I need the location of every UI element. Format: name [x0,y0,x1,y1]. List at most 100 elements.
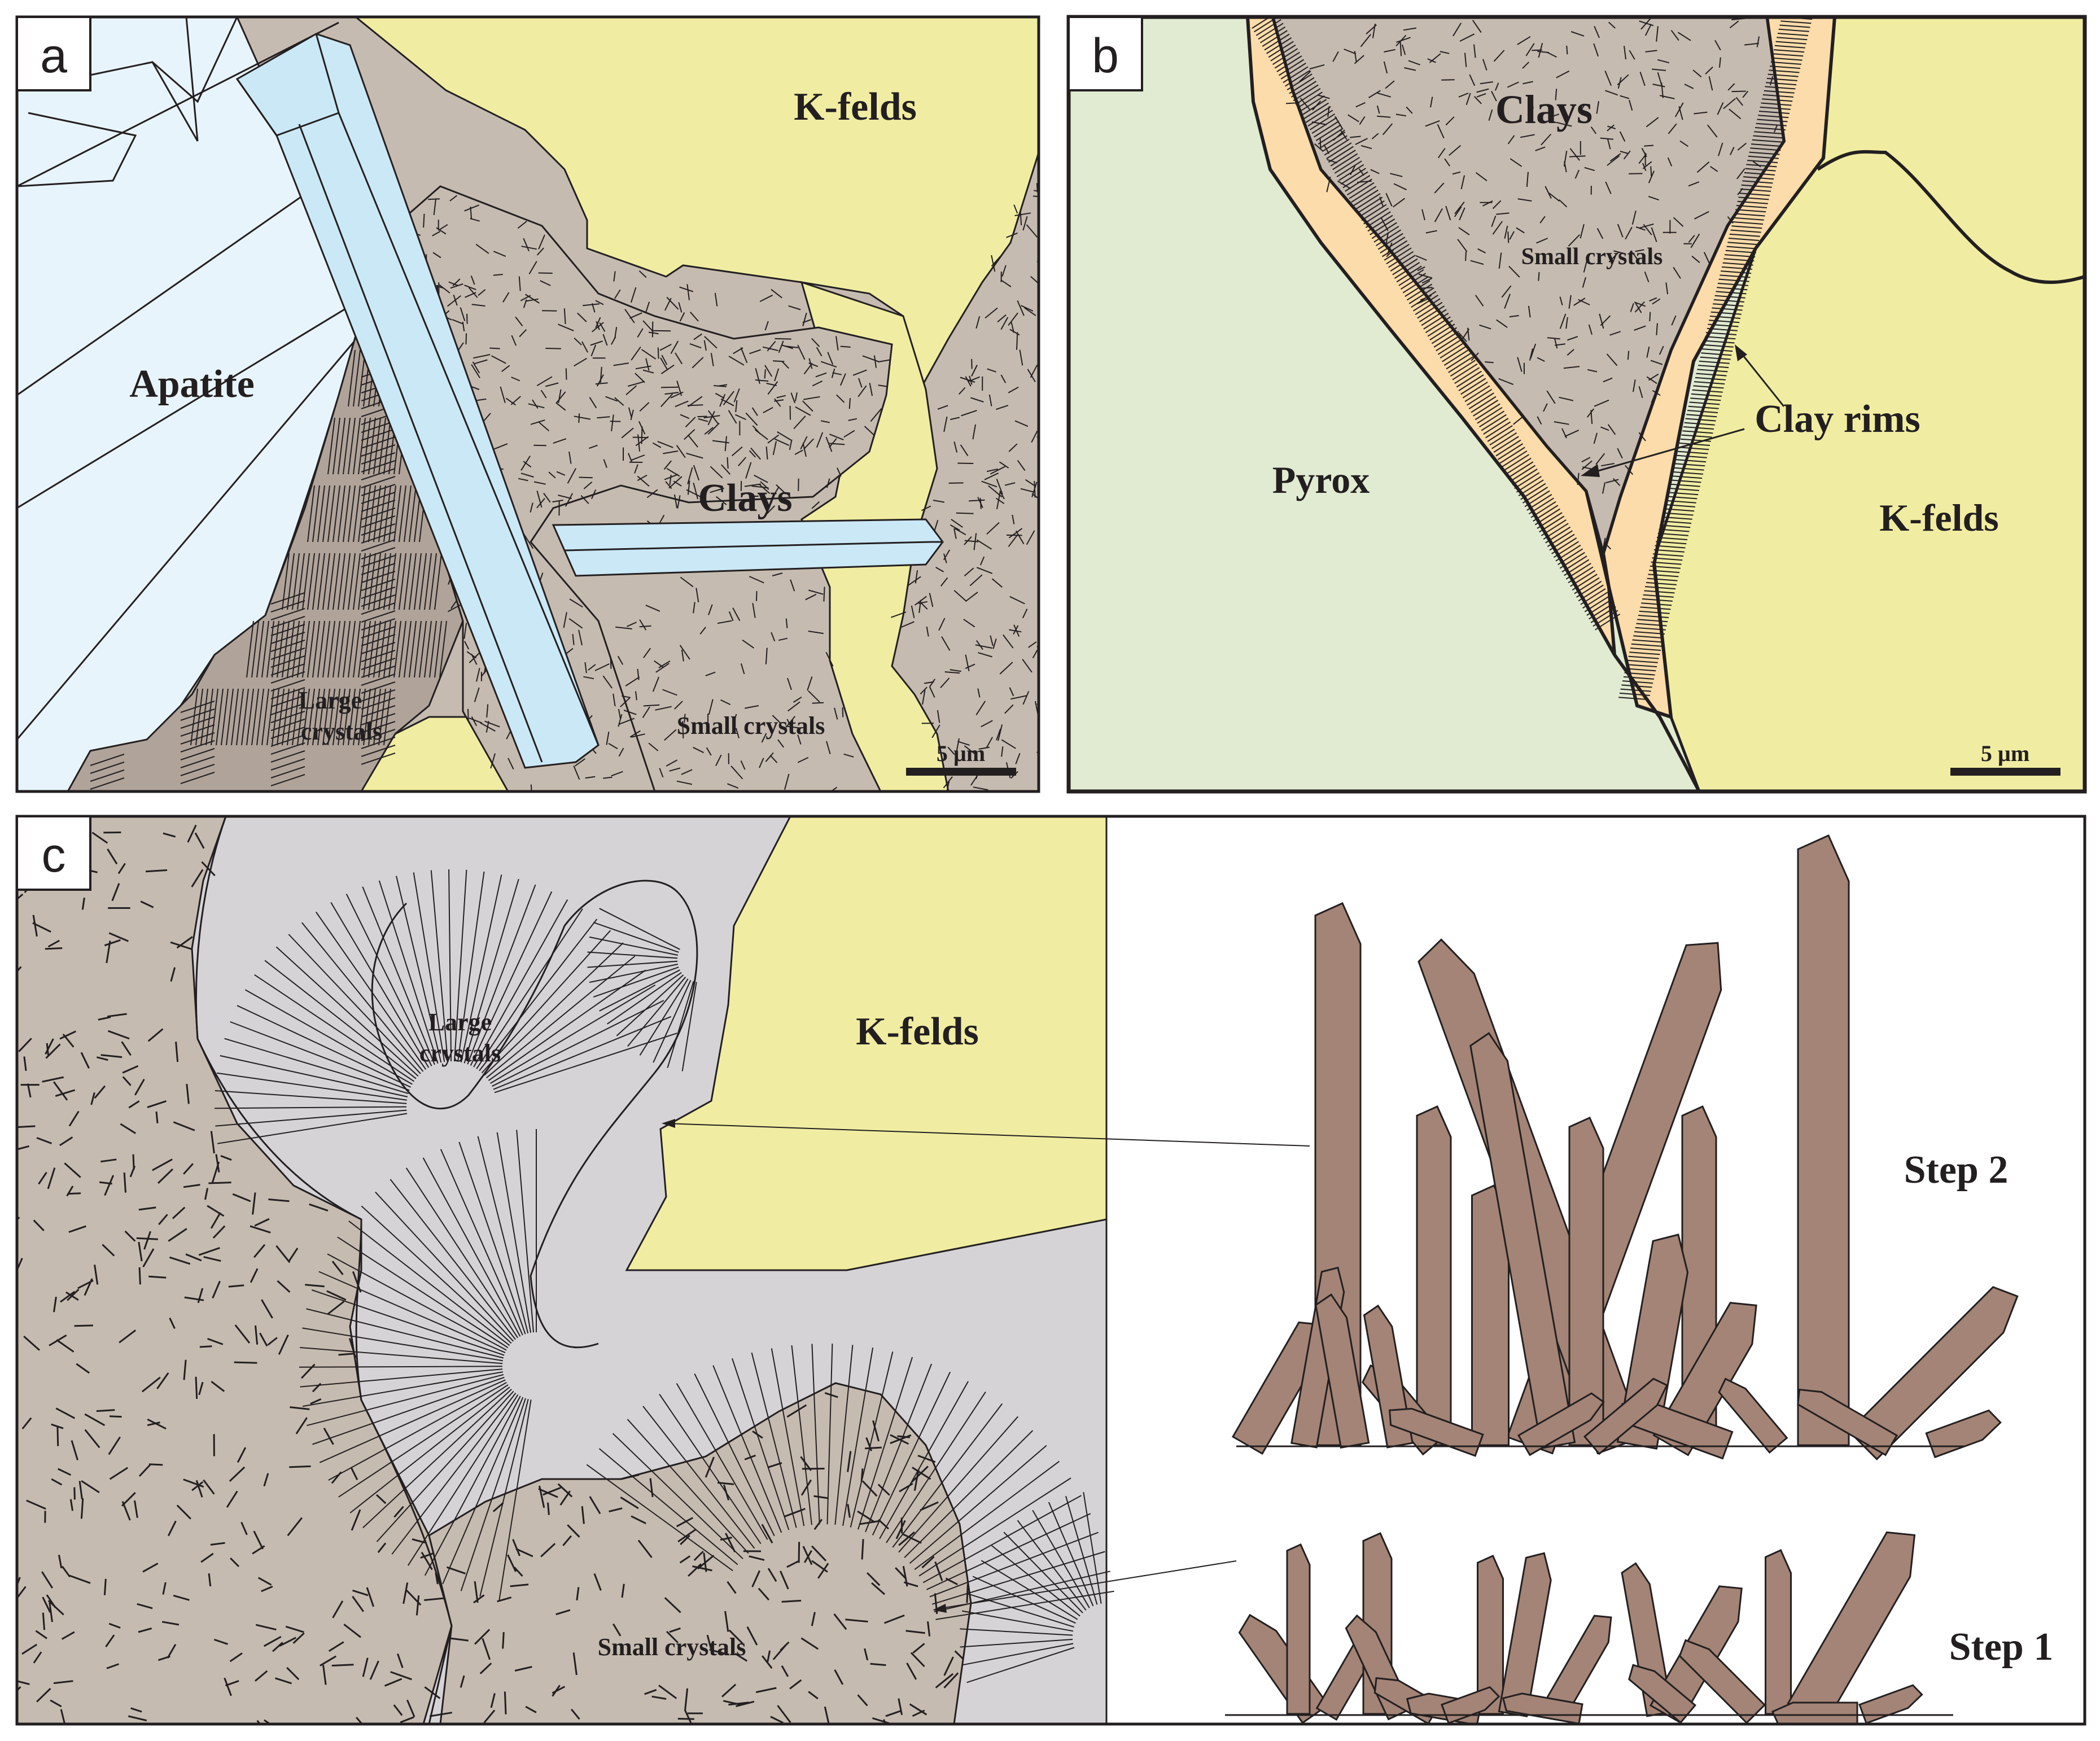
clay-dash [1673,266,1681,279]
clay-dash [826,478,830,488]
clay-dash [764,321,769,331]
clay-dash [1652,68,1666,71]
clay-dash [785,725,800,729]
rim-hatch [1684,422,1715,426]
clay-dash [230,1558,240,1568]
clay-dash [41,1571,54,1589]
clay-dash [727,783,739,789]
clay-dash [637,434,640,452]
clay-dash [614,289,621,299]
clay-dash [596,321,600,330]
clay-dash [45,947,63,950]
fan-ray [299,1366,503,1368]
clay-dash [898,1531,915,1546]
clay-dash [1020,488,1034,493]
fan-ray [481,930,611,1074]
rim-hatch [1437,338,1463,355]
clay-dash [749,450,756,458]
clay-dash [734,1652,748,1662]
clay-dash [777,739,785,748]
clay-dash [1624,46,1626,60]
clay-dash [212,1225,226,1239]
clay-dash [574,337,582,345]
fan-ray [1065,1495,1098,1605]
rim-hatch [1533,505,1559,522]
clay-dash [1690,233,1700,248]
clay-dash [1594,26,1600,38]
rim-hatch [1593,610,1618,627]
clay-dash [250,1268,259,1283]
clay-dash [944,671,960,674]
clay-dash [377,1542,387,1554]
stripe [404,553,412,610]
clay-dash [310,1398,322,1405]
fan-ray [440,1149,523,1336]
clay-dash [559,1490,571,1506]
stripe [282,688,290,746]
clay-dash [1641,147,1647,158]
rim-hatch [1503,454,1530,471]
clay-dash [147,1100,167,1109]
clay-dash [366,1587,375,1607]
fan-ray [494,1033,677,1093]
clay-dash [857,1694,868,1707]
clay-dash [94,1085,106,1099]
clay-dash [254,1218,270,1227]
rim-hatch [1656,541,1687,545]
clay-dash [813,1495,829,1499]
rim-hatch [1633,635,1664,639]
clay-dash [36,1687,51,1703]
clay-dash [517,221,527,229]
stripe [317,485,325,543]
clay-dash [829,438,837,448]
clay-dash [292,1632,305,1644]
clay-dash [1569,148,1580,161]
rim-hatch [1487,425,1513,442]
clay-dash [84,1413,106,1427]
clay-dash [684,1688,689,1711]
step-1-crystal [1477,1555,1504,1715]
clay-dash [964,536,972,545]
stripe [90,754,125,766]
rim-hatch [1725,254,1756,258]
fan-ray [732,1358,790,1530]
rim-hatch [1545,526,1571,544]
clay-dash [42,1596,51,1613]
stripe [246,688,254,746]
clay-dash [1298,71,1311,82]
clay-dash [772,572,783,576]
clay-dash [1437,148,1446,159]
clay-dash [728,1701,750,1706]
stripe [419,620,427,678]
clay-dash [776,484,786,495]
clay-dash [36,1137,53,1144]
clay-dash [675,352,683,365]
clay-dash [878,1519,889,1530]
clay-dash [803,396,820,400]
rim-hatch [1307,110,1333,127]
clay-dash [77,1279,94,1289]
fan-ray [879,1381,969,1539]
clay-dash [1582,277,1586,288]
clay-dash [631,1515,646,1524]
clay-dash [1578,299,1590,305]
stripe [256,688,264,746]
fan-ray [312,1376,505,1445]
clay-dash [1517,198,1532,202]
clay-dash [1024,307,1036,316]
rim-hatch [1760,106,1791,110]
panel-c-letter: c [42,828,66,882]
clay-dash [61,1631,75,1640]
clay-dash [1508,265,1520,278]
clay-dash [755,368,760,384]
step-2-crystal [1517,1392,1605,1456]
step-2-crystal [1568,1117,1604,1446]
clay-dash [1605,90,1618,96]
clay-dash [520,456,531,471]
clay-dash [497,1596,512,1603]
clay-dash [80,1052,90,1069]
clay-dash [990,466,1006,475]
rim-hatch [1734,213,1765,217]
clay-dash [999,662,1013,675]
fan-ray [811,1344,820,1525]
